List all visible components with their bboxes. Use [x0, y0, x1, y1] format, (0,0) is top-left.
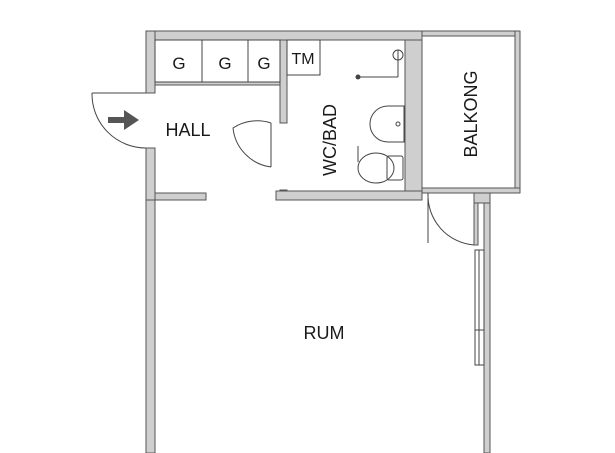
- tm-box: [286, 39, 321, 76]
- balcony-door-swing: [427, 192, 475, 246]
- wall-hall-rum-left: [154, 192, 207, 201]
- entrance-door-swing: [91, 92, 147, 149]
- balcony-bottom: [421, 187, 521, 194]
- wall-right-inner: [473, 202, 479, 246]
- wall-hall-wc: [279, 39, 288, 124]
- room-label-hall: HALL: [165, 120, 210, 140]
- wall-left-upper: [145, 30, 156, 94]
- closet-label-2: G: [218, 54, 231, 73]
- wall-wc-right: [404, 39, 423, 192]
- room-label-wc-bad: WC/BAD: [320, 104, 340, 176]
- sink-icon: [369, 105, 405, 143]
- wall-wc-bottom: [275, 190, 423, 201]
- wall-right: [483, 202, 491, 453]
- tm-label: TM: [291, 51, 314, 68]
- balcony-right: [514, 30, 521, 194]
- balcony-door: [427, 192, 475, 246]
- window-right: [474, 249, 485, 366]
- walls: [145, 30, 521, 453]
- wall-right-top: [473, 192, 491, 204]
- balcony-top: [421, 30, 521, 37]
- closet-label-1: G: [172, 54, 185, 73]
- closets: [154, 39, 321, 83]
- toilet-icon: [357, 152, 404, 184]
- closet-label-3: G: [257, 54, 270, 73]
- entrance-arrow-icon: [108, 110, 139, 130]
- entrance-door: [91, 92, 147, 149]
- room-label-balkong: BALKONG: [461, 70, 481, 157]
- wc-door-swing: [232, 120, 272, 168]
- wc-door: [232, 120, 272, 168]
- shower-icon: [355, 49, 404, 80]
- room-label-rum: RUM: [304, 323, 345, 343]
- closet-3: [247, 39, 281, 83]
- wall-left-lower: [145, 199, 156, 453]
- wall-left-middle: [145, 147, 156, 201]
- wall-top: [145, 30, 423, 41]
